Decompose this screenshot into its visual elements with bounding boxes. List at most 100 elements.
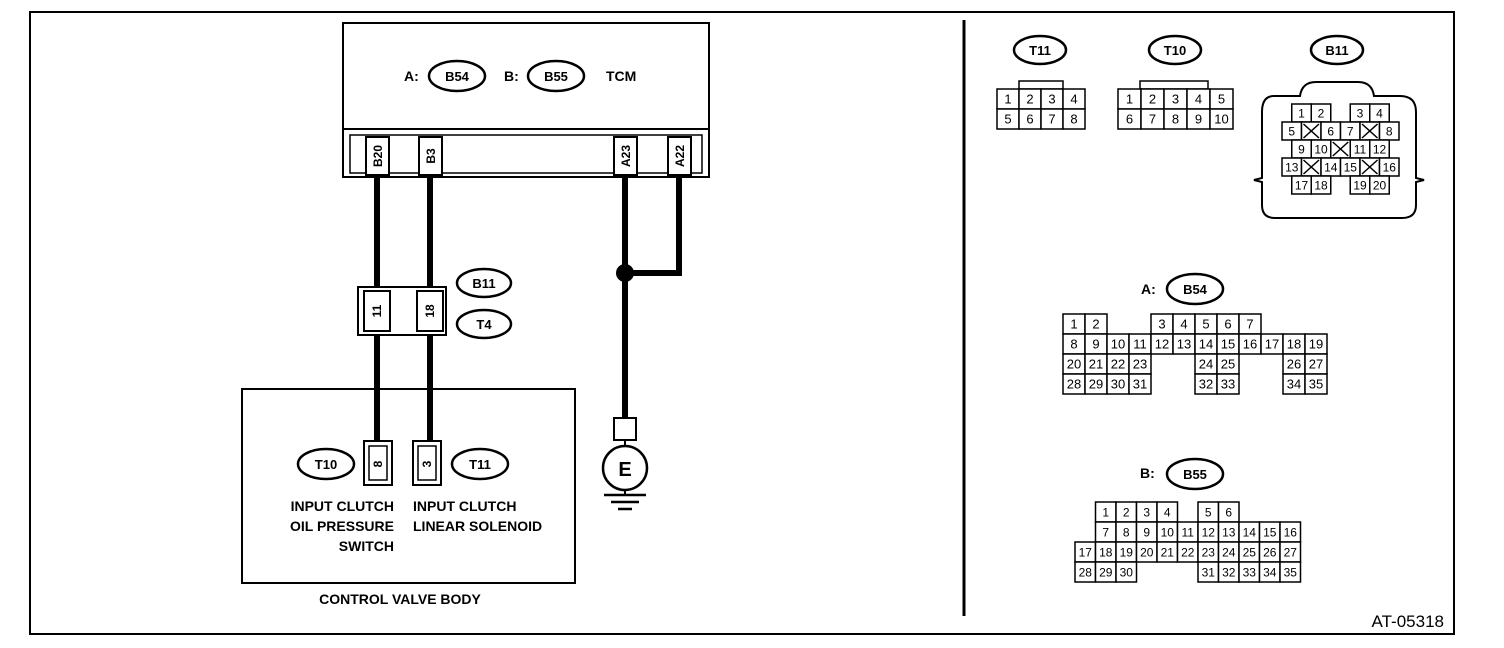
connector-b55-pin-35: 35: [1279, 561, 1302, 583]
svg-text:7: 7: [1048, 112, 1055, 127]
svg-text:B55: B55: [1183, 467, 1207, 482]
connector-b55-pin-10: 10: [1156, 521, 1179, 543]
svg-text:9: 9: [1143, 525, 1150, 539]
svg-text:20: 20: [1140, 545, 1154, 559]
svg-text:29: 29: [1099, 565, 1113, 579]
joint-conn-top-badge: B11: [455, 267, 513, 299]
svg-text:13: 13: [1222, 525, 1236, 539]
svg-text:T11: T11: [469, 457, 491, 472]
connector-b11-pin-19: 19: [1349, 175, 1371, 195]
connector-b11-pin-2: 2: [1310, 103, 1332, 123]
joint-pin-18: 18: [423, 304, 437, 318]
svg-text:32: 32: [1222, 565, 1236, 579]
connector-b11-blank-cavity: [1359, 157, 1381, 177]
connector-b54-pin-21: 21: [1084, 353, 1108, 375]
connector-b54-pin-13: 13: [1172, 333, 1196, 355]
connector-b11-badge: B11: [1309, 34, 1365, 66]
connector-t10-pin-2: 2: [1140, 88, 1165, 110]
svg-text:33: 33: [1221, 377, 1235, 392]
svg-text:5: 5: [1205, 505, 1212, 519]
svg-text:28: 28: [1079, 565, 1093, 579]
svg-text:6: 6: [1026, 112, 1033, 127]
svg-text:9: 9: [1195, 112, 1202, 127]
svg-text:T11: T11: [1029, 43, 1051, 58]
svg-text:9: 9: [1298, 142, 1305, 156]
svg-text:3: 3: [1143, 505, 1150, 519]
svg-text:11: 11: [1133, 337, 1147, 352]
connector-b54-pin-16: 16: [1238, 333, 1262, 355]
svg-text:1: 1: [1004, 92, 1011, 107]
connector-b54-pin-2: 2: [1084, 313, 1108, 335]
svg-text:14: 14: [1324, 160, 1338, 174]
connector-t10-pin-9: 9: [1186, 108, 1211, 130]
svg-text:2: 2: [1149, 92, 1156, 107]
connector-t10-pin-10: 10: [1209, 108, 1234, 130]
connector-b54-pin-28: 28: [1062, 373, 1086, 395]
svg-text:25: 25: [1221, 357, 1235, 372]
svg-text:5: 5: [1004, 112, 1011, 127]
svg-text:29: 29: [1089, 377, 1103, 392]
svg-text:12: 12: [1202, 525, 1216, 539]
svg-text:5: 5: [1288, 124, 1295, 138]
svg-text:4: 4: [1376, 106, 1383, 120]
svg-text:4: 4: [1070, 92, 1077, 107]
svg-text:15: 15: [1263, 525, 1277, 539]
svg-text:18: 18: [1099, 545, 1113, 559]
connector-b54-pin-3: 3: [1150, 313, 1174, 335]
connector-t11-pin-1: 1: [996, 88, 1020, 110]
svg-text:30: 30: [1111, 377, 1125, 392]
svg-text:4: 4: [1195, 92, 1202, 107]
connector-b54-pin-5: 5: [1194, 313, 1218, 335]
connector-b54-pin-4: 4: [1172, 313, 1196, 335]
connector-b55-pin-5: 5: [1197, 501, 1220, 523]
svg-text:3: 3: [1158, 317, 1165, 332]
connector-t11-pin-5: 5: [996, 108, 1020, 130]
svg-text:3: 3: [1357, 106, 1364, 120]
tcm-pin-a22: A22: [667, 136, 692, 176]
ground-symbol: E: [601, 417, 649, 511]
connector-b54-pin-17: 17: [1260, 333, 1284, 355]
svg-text:14: 14: [1199, 337, 1213, 352]
svg-text:4: 4: [1164, 505, 1171, 519]
svg-text:8: 8: [1172, 112, 1179, 127]
control-valve-body-title: CONTROL VALVE BODY: [319, 591, 481, 607]
connector-b54-prefix: A:: [1141, 281, 1156, 297]
connector-b55-pin-26: 26: [1258, 541, 1281, 563]
connector-b54-pin-10: 10: [1106, 333, 1130, 355]
connector-b11-pin-1: 1: [1291, 103, 1312, 123]
connector-b11-blank-cavity: [1300, 121, 1322, 141]
connector-b54-pin-9: 9: [1084, 333, 1108, 355]
connector-b11-pin-3: 3: [1349, 103, 1371, 123]
connector-t10-pin-1: 1: [1117, 88, 1142, 110]
connector-b54-pin-1: 1: [1062, 313, 1086, 335]
connector-b11-pin-17: 17: [1291, 175, 1312, 195]
svg-text:12: 12: [1373, 142, 1387, 156]
connector-t11-pin-6: 6: [1018, 108, 1042, 130]
svg-text:1: 1: [1298, 106, 1305, 120]
connector-b11-blank-cavity: [1330, 139, 1351, 159]
connector-b55-pin-22: 22: [1176, 541, 1199, 563]
connector-b11-pin-12: 12: [1369, 139, 1390, 159]
svg-text:20: 20: [1373, 178, 1387, 192]
svg-text:10: 10: [1111, 337, 1125, 352]
svg-text:10: 10: [1161, 525, 1175, 539]
svg-text:6: 6: [1225, 505, 1232, 519]
connector-b55-pin-9: 9: [1135, 521, 1158, 543]
svg-text:13: 13: [1177, 337, 1191, 352]
connector-b54-pin-32: 32: [1194, 373, 1218, 395]
connector-t11-pin-3: 3: [1040, 88, 1064, 110]
connector-b11-pin-18: 18: [1310, 175, 1332, 195]
connector-b11-pin-6: 6: [1320, 121, 1342, 141]
connector-b55-pin-14: 14: [1238, 521, 1261, 543]
svg-text:17: 17: [1265, 337, 1279, 352]
connector-b55-pin-32: 32: [1217, 561, 1240, 583]
svg-text:35: 35: [1309, 377, 1323, 392]
svg-text:19: 19: [1309, 337, 1323, 352]
diagram-frame: [29, 11, 1455, 635]
tcm-conn-a-badge: B54: [427, 59, 487, 93]
connector-t10-pin-6: 6: [1117, 108, 1142, 130]
